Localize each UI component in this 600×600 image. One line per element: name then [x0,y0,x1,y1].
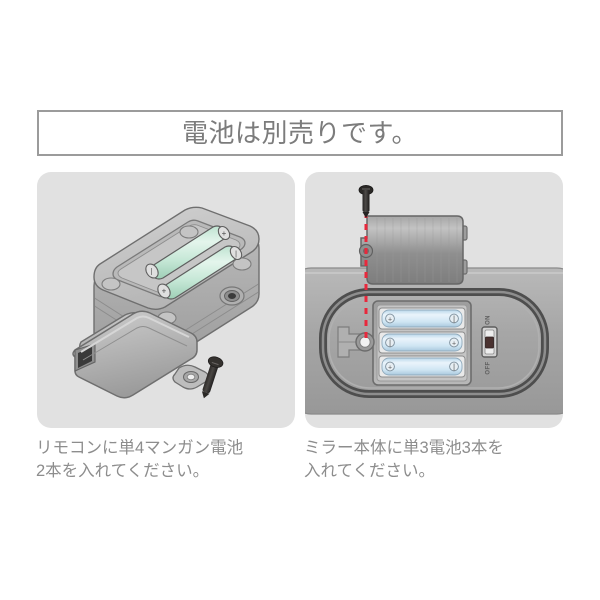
switch-off-label: OFF [486,361,492,374]
screw [358,184,374,218]
battery-plus-mark: + [388,316,392,323]
caption-remote-control: リモコンに単4マンガン電池 2本を入れてください。 [36,439,244,481]
battery-minus-mark: | [235,251,237,258]
page-title: 電池は別売りです。 [182,118,418,148]
battery-cover [358,215,468,285]
battery-minus-mark: | [151,269,153,276]
battery-1: + | [378,307,466,330]
screw-hole [355,332,375,352]
panel-remote-control: | + + | [37,172,295,428]
battery-minus-mark: | [453,363,455,372]
panel-mirror-body: + | | + + [305,172,563,428]
screw [201,356,224,399]
caption-mirror-body: ミラー本体に単3電池3本を 入れてください。 [304,439,504,481]
battery-minus-mark: | [453,315,455,324]
battery-minus-mark: | [389,339,391,348]
compartment-frame [319,288,549,398]
battery-3: + | [378,355,466,378]
battery-plus-mark: + [452,340,456,347]
mirror-body-illustration: + | | + + [305,184,563,415]
remote-control-illustration: | + + | [72,206,260,399]
battery-cover [72,310,210,399]
battery-2: | + [378,331,466,354]
battery-tray: + | | + + [372,300,472,386]
battery-1: | + [145,225,231,280]
header-banner: 電池は別売りです。 [37,110,563,156]
battery-plus-mark: + [162,287,167,296]
battery-plus-mark: + [388,364,392,371]
screw-hole [219,286,245,306]
power-switch[interactable]: ON OFF [481,315,498,375]
battery-plus-mark: + [222,229,227,238]
battery-2: + | [157,245,243,300]
switch-on-label: ON [486,315,492,325]
